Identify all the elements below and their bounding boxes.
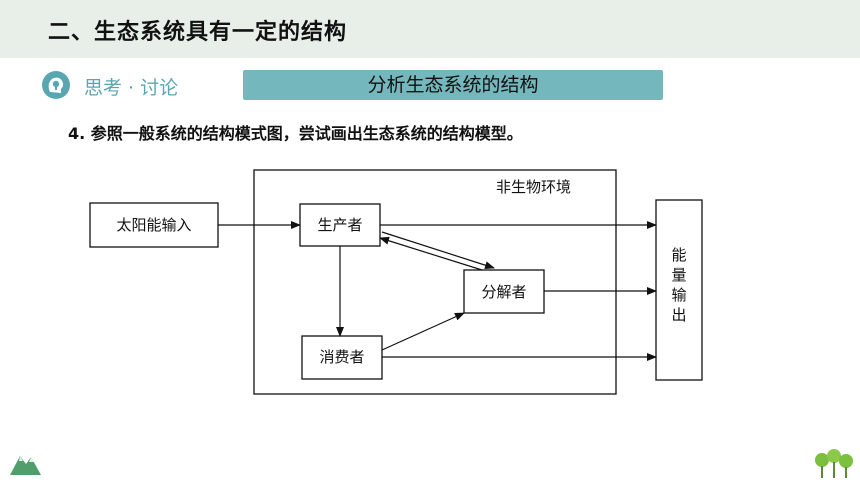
- environment-label: 非生物环境: [496, 178, 571, 196]
- energy-output-box: [655, 199, 703, 381]
- energy-output-char-4: 出: [671, 306, 686, 324]
- energy-output-char-3: 输: [671, 286, 686, 304]
- energy-output-char-1: 能: [671, 246, 686, 264]
- sun-input-label: 太阳能输入: [116, 216, 191, 234]
- trees-icon: [815, 449, 853, 478]
- arrow-consumer-to-decomposer: [381, 312, 465, 351]
- section-label: 思考 · 讨论: [84, 77, 179, 99]
- decomposer-box: [463, 269, 545, 314]
- head-lightbulb-icon: [42, 71, 70, 99]
- producer-label: 生产者: [317, 216, 362, 234]
- page-title: 二、生态系统具有一定的结构: [48, 20, 348, 45]
- mountain-icon: [10, 456, 41, 475]
- topic-banner: 分析生态系统的结构: [243, 70, 663, 100]
- sun-input-box: [89, 202, 219, 248]
- decomposer-label: 分解者: [481, 283, 526, 301]
- topic-banner-text: 分析生态系统的结构: [367, 74, 539, 96]
- consumer-box: [301, 335, 383, 380]
- question-text: 4. 参照一般系统的结构模式图，尝试画出生态系统的结构模型。: [68, 124, 523, 143]
- arrow-decomposer-to-producer: [379, 236, 483, 271]
- producer-box: [299, 203, 381, 247]
- consumer-label: 消费者: [319, 348, 364, 366]
- energy-output-char-2: 量: [671, 266, 686, 284]
- arrow-producer-to-decomposer: [381, 231, 495, 270]
- header-band: [0, 0, 860, 58]
